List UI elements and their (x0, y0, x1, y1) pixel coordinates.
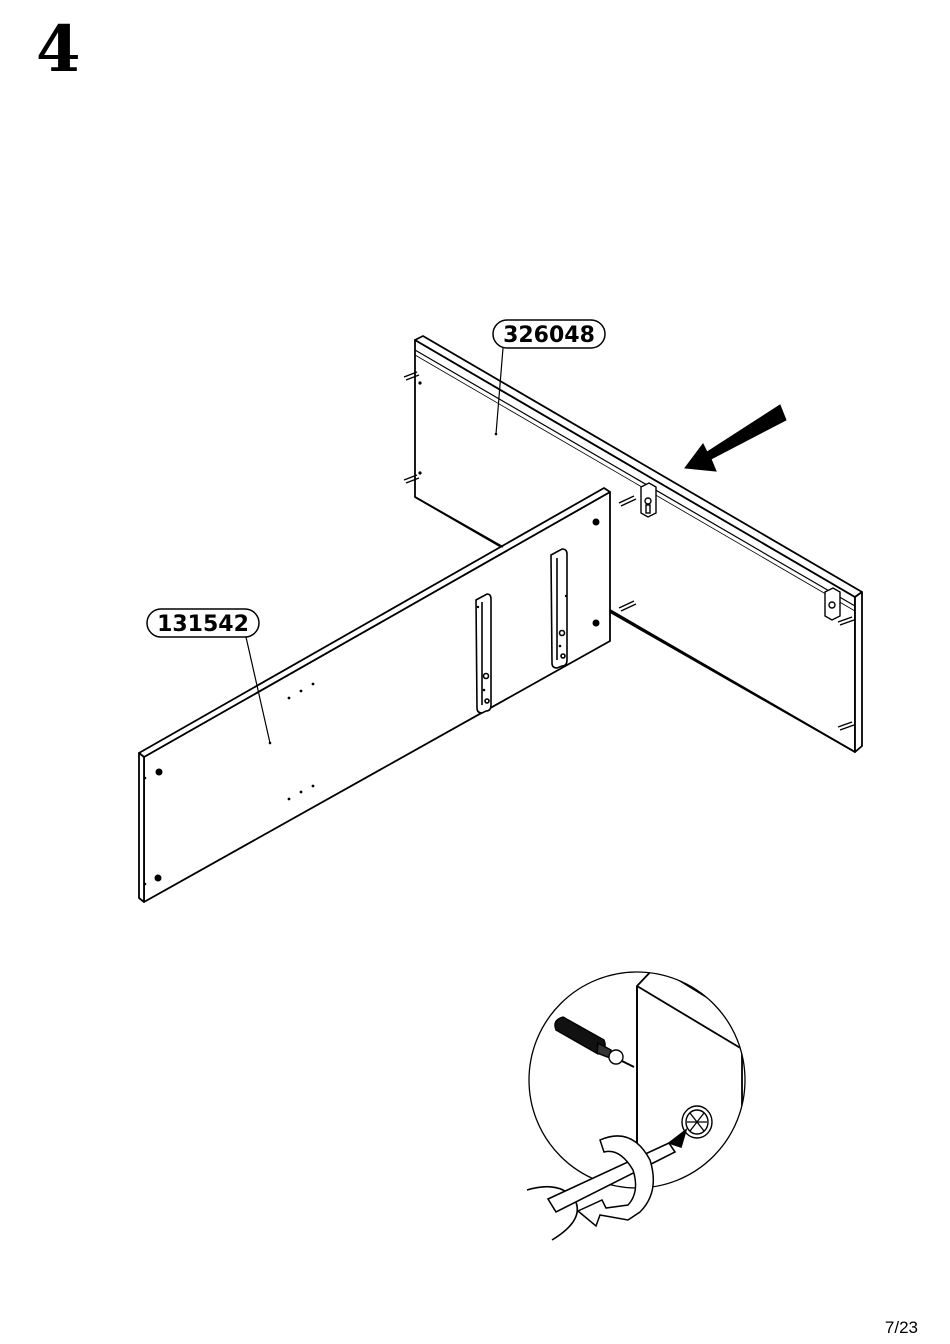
insert-direction-arrow (685, 405, 786, 471)
bracket-right (825, 588, 840, 620)
drawer-runner-1 (476, 594, 491, 713)
cam-lock-icon (682, 1106, 712, 1138)
cam-bolt-icon (555, 1017, 634, 1067)
bracket-corner (641, 483, 656, 517)
detail-view (527, 966, 760, 1240)
side-panel (139, 488, 610, 902)
page-number: 7/23 (885, 1318, 918, 1338)
drawer-runner-2 (551, 549, 567, 668)
part-code-326048: 326048 (503, 323, 595, 348)
part-code-131542: 131542 (157, 612, 249, 637)
